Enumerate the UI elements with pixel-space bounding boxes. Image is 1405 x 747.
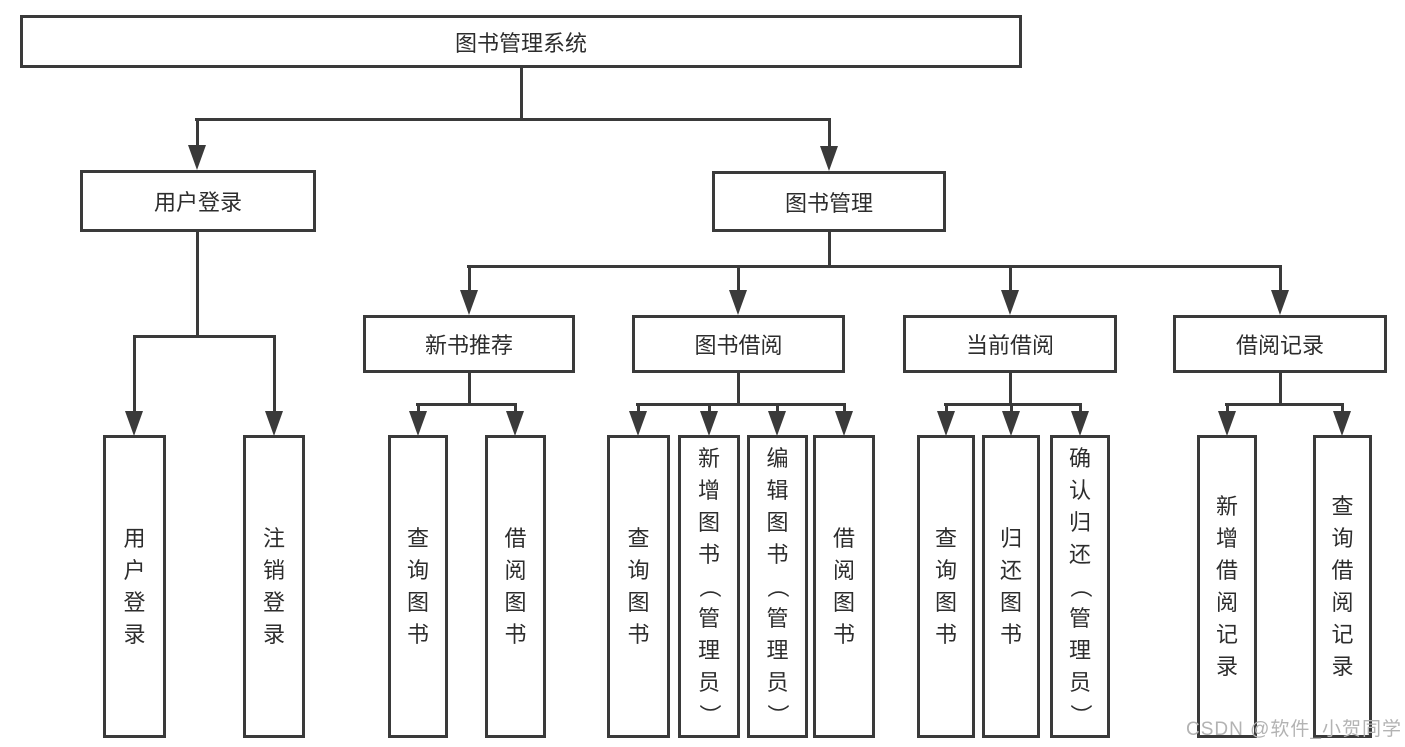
leaf-label: 查询图书 bbox=[934, 525, 957, 647]
connector-line bbox=[708, 403, 711, 415]
arrow-down-icon bbox=[409, 411, 427, 436]
arrow-down-icon bbox=[125, 411, 143, 436]
arrow-down-icon bbox=[629, 411, 647, 436]
connector-line bbox=[467, 265, 1281, 268]
connector-line bbox=[1010, 403, 1013, 415]
leaf-logout-login: 注销登录 bbox=[243, 435, 305, 738]
node-new-book-recommendation: 新书推荐 bbox=[363, 315, 575, 373]
leaf-label: 用户登录 bbox=[123, 525, 146, 647]
connector-line bbox=[737, 372, 740, 405]
connector-line bbox=[1226, 403, 1229, 415]
arrow-down-icon bbox=[265, 411, 283, 436]
connector-line bbox=[843, 403, 846, 415]
connector-line bbox=[1009, 265, 1012, 293]
leaf-add-books-admin: 新增图书（管理员） bbox=[678, 435, 740, 738]
connector-line bbox=[637, 403, 640, 415]
leaf-label: 借阅图书 bbox=[504, 525, 527, 647]
connector-line bbox=[828, 118, 831, 148]
leaf-label: 注销登录 bbox=[262, 525, 285, 647]
node-book-management: 图书管理 bbox=[712, 171, 946, 232]
connector-line bbox=[1079, 403, 1082, 415]
leaf-label: 查询图书 bbox=[627, 525, 650, 647]
connector-line bbox=[828, 231, 831, 268]
leaf-label: 编辑图书（管理员） bbox=[765, 445, 791, 726]
connector-line bbox=[520, 67, 523, 121]
node-book-borrowing: 图书借阅 bbox=[632, 315, 845, 373]
leaf-label: 确认归还（管理员） bbox=[1067, 445, 1093, 726]
connector-line bbox=[636, 403, 846, 406]
node-user-login: 用户登录 bbox=[80, 170, 316, 232]
connector-line bbox=[468, 372, 471, 405]
leaf-query-books-borrowing: 查询图书 bbox=[607, 435, 670, 738]
node-library-management-system: 图书管理系统 bbox=[20, 15, 1022, 68]
leaf-label: 查询借阅记录 bbox=[1331, 493, 1354, 679]
connector-line bbox=[1279, 265, 1282, 293]
arrow-down-icon bbox=[729, 290, 747, 315]
leaf-user-login: 用户登录 bbox=[103, 435, 166, 738]
leaf-edit-books-admin: 编辑图书（管理员） bbox=[747, 435, 808, 738]
csdn-watermark: CSDN @软件_小贺同学 bbox=[1186, 719, 1402, 740]
connector-line bbox=[133, 335, 136, 414]
connector-line bbox=[196, 231, 199, 337]
connector-line bbox=[273, 335, 276, 414]
connector-line bbox=[945, 403, 948, 415]
leaf-borrow-books-borrowing: 借阅图书 bbox=[813, 435, 875, 738]
leaf-query-books-current: 查询图书 bbox=[917, 435, 975, 738]
connector-line bbox=[944, 403, 1082, 406]
connector-line bbox=[1225, 403, 1344, 406]
leaf-add-borrow-record: 新增借阅记录 bbox=[1197, 435, 1257, 738]
leaf-borrow-books-recommendation: 借阅图书 bbox=[485, 435, 546, 738]
arrow-down-icon bbox=[1002, 411, 1020, 436]
arrow-down-icon bbox=[1071, 411, 1089, 436]
connector-line bbox=[196, 118, 199, 148]
connector-line bbox=[1341, 403, 1344, 415]
connector-line bbox=[195, 118, 831, 121]
connector-line bbox=[133, 335, 276, 338]
arrow-down-icon bbox=[700, 411, 718, 436]
arrow-down-icon bbox=[506, 411, 524, 436]
arrow-down-icon bbox=[835, 411, 853, 436]
arrow-down-icon bbox=[937, 411, 955, 436]
arrow-down-icon bbox=[1271, 290, 1289, 315]
arrow-down-icon bbox=[1001, 290, 1019, 315]
arrow-down-icon bbox=[820, 146, 838, 171]
connector-line bbox=[737, 265, 740, 293]
leaf-confirm-return-admin: 确认归还（管理员） bbox=[1050, 435, 1110, 738]
node-borrowing-records: 借阅记录 bbox=[1173, 315, 1387, 373]
node-current-borrowing: 当前借阅 bbox=[903, 315, 1117, 373]
leaf-label: 归还图书 bbox=[999, 525, 1022, 647]
arrow-down-icon bbox=[1333, 411, 1351, 436]
connector-line bbox=[417, 403, 420, 415]
leaf-label: 借阅图书 bbox=[832, 525, 855, 647]
connector-line bbox=[1009, 372, 1012, 405]
connector-line bbox=[1279, 372, 1282, 405]
arrow-down-icon bbox=[460, 290, 478, 315]
connector-line bbox=[514, 403, 517, 415]
leaf-return-books: 归还图书 bbox=[982, 435, 1040, 738]
arrow-down-icon bbox=[768, 411, 786, 436]
arrow-down-icon bbox=[1218, 411, 1236, 436]
leaf-query-books-recommendation: 查询图书 bbox=[388, 435, 448, 738]
connector-line bbox=[416, 403, 517, 406]
leaf-query-borrow-record: 查询借阅记录 bbox=[1313, 435, 1372, 738]
leaf-label: 新增借阅记录 bbox=[1215, 493, 1238, 679]
connector-line bbox=[776, 403, 779, 415]
connector-line bbox=[468, 265, 471, 293]
leaf-label: 查询图书 bbox=[406, 525, 429, 647]
leaf-label: 新增图书（管理员） bbox=[696, 445, 722, 726]
arrow-down-icon bbox=[188, 145, 206, 170]
